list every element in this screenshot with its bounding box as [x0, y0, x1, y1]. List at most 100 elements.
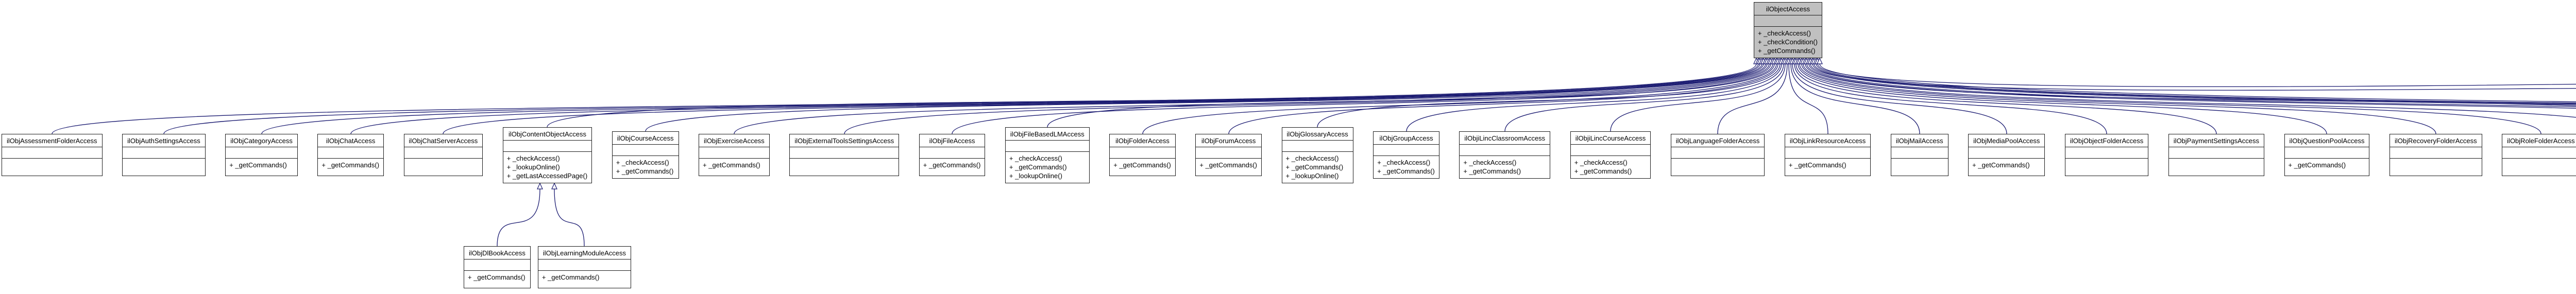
class-attributes-compartment	[790, 147, 899, 159]
class-attributes-compartment	[1005, 141, 1089, 152]
class-methods-compartment	[404, 159, 483, 176]
class-name: ilObjMailAccess	[1891, 134, 1948, 147]
class-name: ilObjLanguageFolderAccess	[1671, 134, 1765, 147]
class-node-ilObjQuestionPoolAccess[interactable]: ilObjQuestionPoolAccess+ _getCommands()	[2284, 134, 2370, 176]
class-node-ilObjDlBookAccess[interactable]: ilObjDlBookAccess+ _getCommands()	[464, 246, 531, 288]
class-node-ilObjFolderAccess[interactable]: ilObjFolderAccess+ _getCommands()	[1109, 134, 1176, 176]
class-node-ilObjFileBasedLMAccess[interactable]: ilObjFileBasedLMAccess+ _checkAccess()+ …	[1005, 127, 1090, 183]
method-label: + _getCommands()	[1574, 167, 1632, 175]
class-name: ilObjectAccess	[1754, 3, 1822, 15]
inheritance-arrowhead	[1760, 57, 1767, 64]
class-methods-compartment	[1891, 159, 1948, 176]
class-methods-compartment	[2065, 159, 2148, 176]
method-label: + _lookupOnline()	[1285, 171, 1339, 180]
class-node-ilObjObjectFolderAccess[interactable]: ilObjObjectFolderAccess	[2064, 134, 2149, 176]
method-label: + _checkAccess()	[1009, 154, 1062, 162]
method-label: + _getCommands()	[1285, 163, 1344, 171]
method-label: + _getCommands()	[923, 161, 981, 169]
class-node-ilObjExternalToolsSettingsAccess[interactable]: ilObjExternalToolsSettingsAccess	[789, 134, 900, 176]
class-name: ilObjFileAccess	[919, 134, 985, 147]
class-methods-compartment	[2390, 159, 2482, 176]
class-attributes-compartment	[2065, 147, 2148, 159]
class-node-ilObjCourseAccess[interactable]: ilObjCourseAccess+ _checkAccess()+ _getC…	[612, 131, 679, 179]
class-node-ilObjRoleFolderAccess[interactable]: ilObjRoleFolderAccess	[2502, 134, 2576, 176]
class-name: ilObjLearningModuleAccess	[538, 247, 631, 260]
inheritance-arrowhead	[1817, 57, 1823, 64]
class-node-ilObjGroupAccess[interactable]: ilObjGroupAccess+ _checkAccess()+ _getCo…	[1373, 131, 1439, 179]
class-node-ilObjMailAccess[interactable]: ilObjMailAccess	[1890, 134, 1948, 176]
method-label: + _checkCondition()	[1758, 38, 1818, 46]
class-node-ilObjiLincClassroomAccess[interactable]: ilObjiLincClassroomAccess+ _checkAccess(…	[1459, 131, 1551, 179]
method-label: + _checkAccess()	[506, 154, 560, 162]
inheritance-arrowhead	[1807, 57, 1814, 64]
class-node-ilObjCategoryAccess[interactable]: ilObjCategoryAccess+ _getCommands()	[225, 134, 298, 176]
class-node-ilObjFileAccess[interactable]: ilObjFileAccess + _getCommands()	[919, 134, 986, 176]
class-attributes-compartment	[1196, 147, 1262, 159]
class-name: ilObjLinkResourceAccess	[1785, 134, 1871, 147]
class-methods-compartment: + _getCommands()	[699, 159, 769, 176]
inheritance-arrowhead	[1813, 57, 1819, 64]
inheritance-arrowhead	[1770, 57, 1776, 64]
inheritance-arrowhead	[1773, 57, 1780, 64]
class-name: ilObjRoleFolderAccess	[2502, 134, 2576, 147]
inheritance-arrowhead	[1786, 57, 1792, 64]
class-node-ilObjLanguageFolderAccess[interactable]: ilObjLanguageFolderAccess	[1670, 134, 1765, 176]
class-node-ilObjectAccess[interactable]: ilObjectAccess + _checkAccess()+ _checkCo…	[1754, 2, 1822, 58]
class-attributes-compartment	[1671, 147, 1765, 159]
inheritance-arrowhead	[1802, 57, 1808, 64]
class-methods-compartment: + _getCommands()	[1110, 159, 1175, 176]
inheritance-arrowhead	[1799, 57, 1805, 64]
class-attributes-compartment	[2502, 147, 2576, 159]
method-label: + _getCommands()	[229, 161, 287, 169]
method-label: + _checkAccess()	[1758, 29, 1811, 37]
class-attributes-compartment	[919, 147, 985, 159]
class-node-ilObjChatAccess[interactable]: ilObjChatAccess+ _getCommands()	[317, 134, 384, 176]
method-label: + _getCommands()	[1377, 167, 1435, 175]
class-node-ilObjContentObjectAccess[interactable]: ilObjContentObjectAccess + _checkAccess()…	[502, 127, 592, 183]
class-attributes-compartment	[538, 260, 631, 271]
class-node-ilObjRecoveryFolderAccess[interactable]: ilObjRecoveryFolderAccess	[2389, 134, 2482, 176]
class-node-ilObjGlossaryAccess[interactable]: ilObjGlossaryAccess+ _checkAccess()+ _ge…	[1281, 127, 1353, 183]
class-methods-compartment: + _getCommands()	[1785, 159, 1870, 176]
class-node-ilObjLearningModuleAccess[interactable]: ilObjLearningModuleAccess+ _getCommands(…	[537, 246, 631, 288]
class-node-ilObjLinkResourceAccess[interactable]: ilObjLinkResourceAccess + _getCommands()	[1784, 134, 1871, 176]
class-methods-compartment: + _checkAccess()+ _getCommands()+ _looku…	[1282, 152, 1353, 183]
class-methods-compartment	[123, 159, 205, 176]
inheritance-arrowhead	[1775, 57, 1781, 64]
class-name: ilObjExternalToolsSettingsAccess	[790, 134, 899, 147]
class-methods-compartment: + _getCommands()	[464, 271, 530, 288]
inheritance-arrowhead	[1766, 57, 1772, 64]
class-name: ilObjAssessmentFolderAccess	[2, 134, 102, 147]
class-node-ilObjPaymentSettingsAccess[interactable]: ilObjPaymentSettingsAccess	[2168, 134, 2264, 176]
class-methods-compartment: + _getCommands()	[318, 159, 383, 176]
class-attributes-compartment	[318, 147, 384, 159]
class-node-ilObjChatServerAccess[interactable]: ilObjChatServerAccess	[403, 134, 483, 176]
method-label: + _getLastAccessedPage()	[506, 171, 588, 180]
inheritance-arrowhead	[1755, 57, 1761, 64]
inheritance-arrowhead	[1797, 57, 1803, 64]
class-attributes-compartment	[2168, 147, 2264, 159]
class-node-ilObjExerciseAccess[interactable]: ilObjExerciseAccess + _getCommands()	[699, 134, 770, 176]
class-name: ilObjContentObjectAccess	[503, 128, 592, 141]
inheritance-edge	[1817, 63, 2576, 88]
inheritance-arrowhead	[1809, 57, 1816, 64]
class-node-ilObjForumAccess[interactable]: ilObjForumAccess+ _getCommands()	[1195, 134, 1262, 176]
class-name: ilObjRecoveryFolderAccess	[2389, 134, 2482, 147]
class-attributes-compartment	[1969, 147, 2045, 159]
class-attributes-compartment	[2, 147, 102, 159]
class-attributes-compartment	[503, 141, 592, 152]
inheritance-arrowhead	[1753, 57, 1759, 64]
class-node-ilObjiLincCourseAccess[interactable]: ilObjiLincCourseAccess+ _checkAccess()+ …	[1570, 131, 1651, 179]
class-node-ilObjMediaPoolAccess[interactable]: ilObjMediaPoolAccess+ _getCommands()	[1968, 134, 2045, 176]
class-node-ilObjAuthSettingsAccess[interactable]: ilObjAuthSettingsAccess	[122, 134, 206, 176]
method-label: + _getCommands()	[703, 161, 760, 169]
class-methods-compartment	[2169, 159, 2264, 176]
class-attributes-compartment	[1374, 145, 1439, 156]
content-object-subclass-row: ilObjDlBookAccess+ _getCommands()ilObjLe…	[464, 246, 631, 288]
class-name: ilObjExerciseAccess	[699, 134, 769, 147]
method-label: + _getCommands()	[1972, 161, 2030, 169]
method-label: + _checkAccess()	[1463, 159, 1517, 166]
inheritance-arrowhead	[1764, 57, 1770, 64]
class-node-ilObjAssessmentFolderAccess[interactable]: ilObjAssessmentFolderAccess	[2, 134, 103, 176]
